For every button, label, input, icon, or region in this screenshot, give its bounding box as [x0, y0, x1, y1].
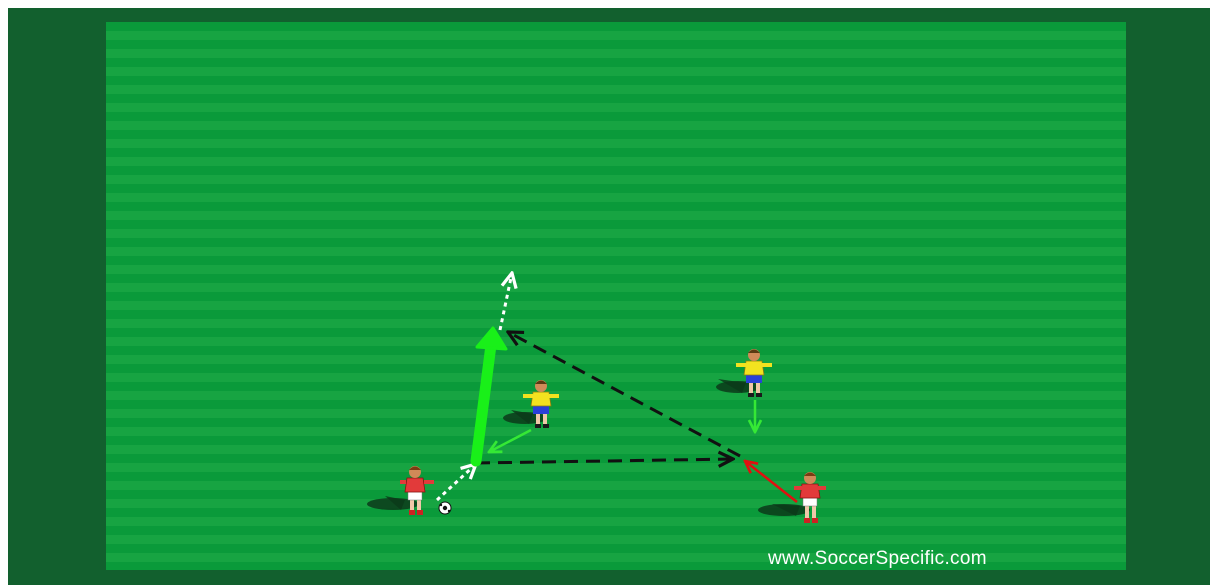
player-red-passer — [367, 466, 434, 515]
ball — [439, 502, 451, 514]
dribble-arrow-head — [477, 328, 506, 349]
watermark-text: www.SoccerSpecific.com — [768, 548, 987, 570]
player-yellow-defender-1 — [503, 380, 559, 428]
dribble-arrow-shaft — [476, 345, 491, 461]
green-movement-arrow-defender-1 — [489, 430, 531, 452]
player-yellow-defender-2 — [716, 349, 772, 397]
run-arrow-forward — [500, 273, 512, 330]
red-movement-arrow — [745, 461, 797, 502]
run-arrow-to-wall-pass — [437, 464, 476, 500]
pass-arrow-square — [476, 459, 733, 463]
